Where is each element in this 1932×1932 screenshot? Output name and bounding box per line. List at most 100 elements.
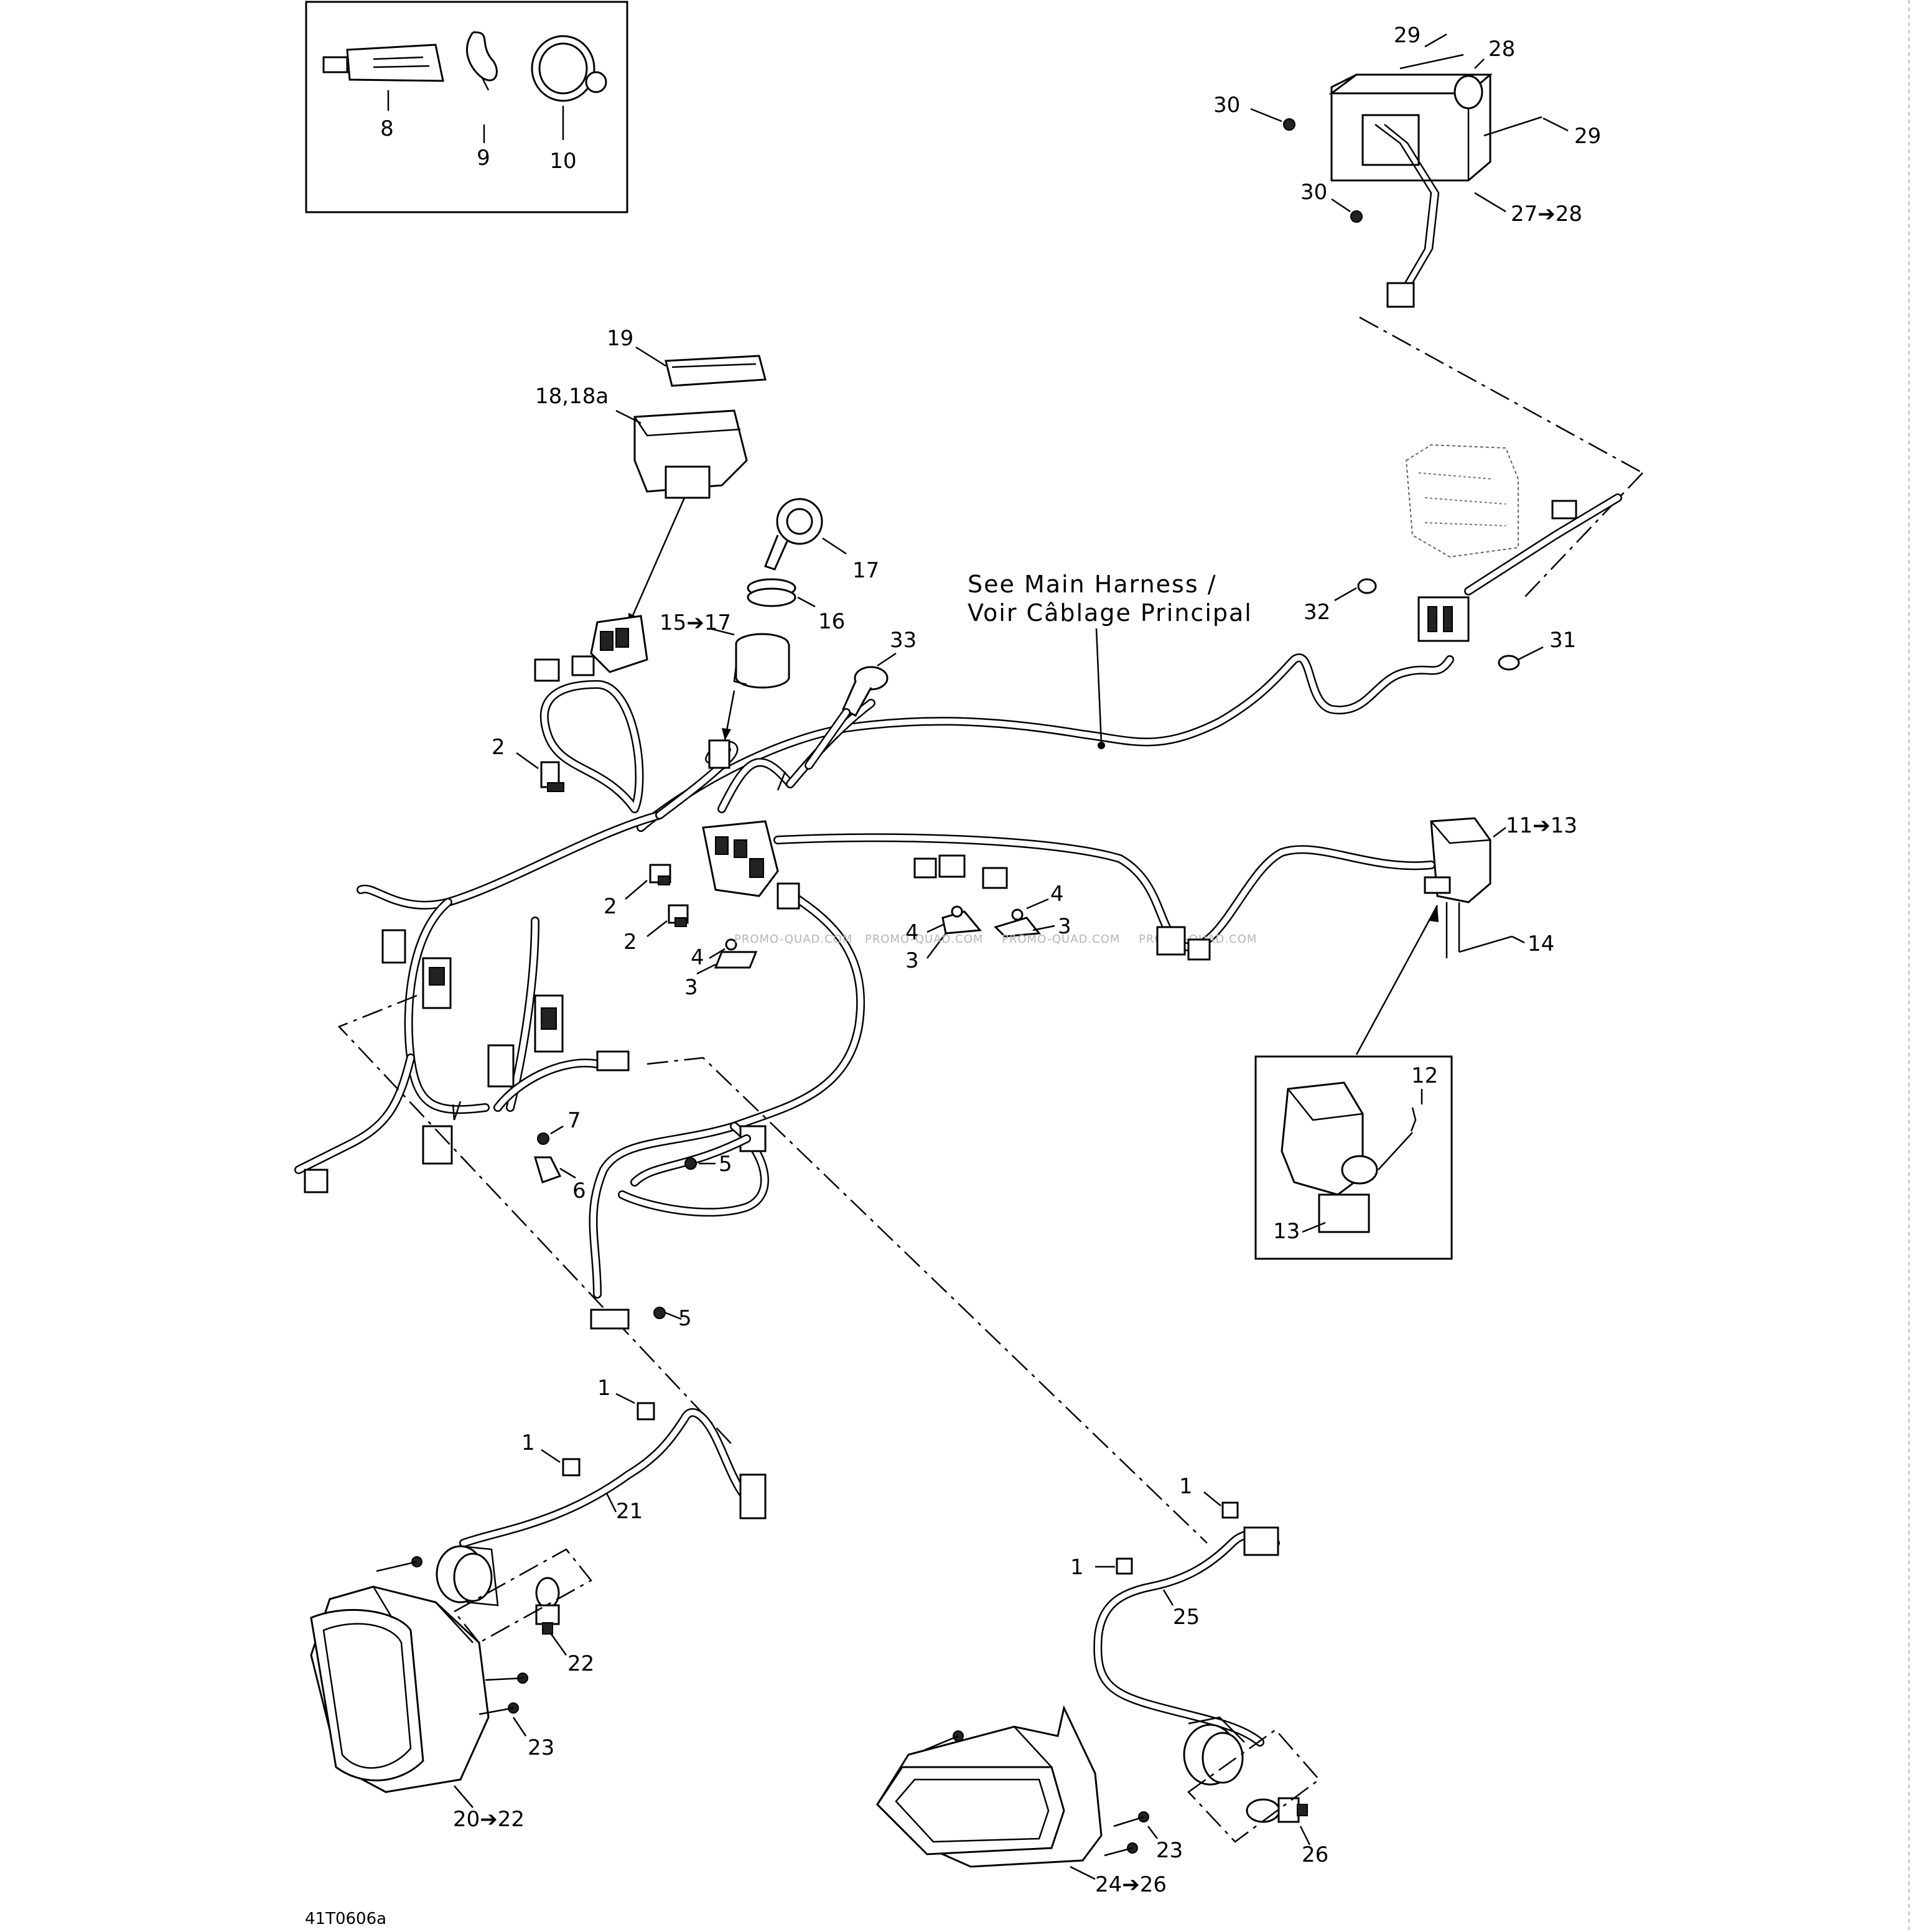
- note-main-harness-line2: Voir Câblage Principal: [968, 599, 1253, 627]
- headlight-connector-right: [1243, 1526, 1279, 1556]
- screw-31: [1498, 655, 1520, 671]
- callout-11-13: 11➔13: [1506, 813, 1577, 838]
- left-headlight-body: [310, 1556, 490, 1793]
- callout-24-26: 24➔26: [1095, 1872, 1167, 1897]
- callout-9: 9: [477, 146, 490, 170]
- relay-connector: [1551, 500, 1577, 520]
- callout-4-a: 4: [691, 945, 704, 970]
- right-headlight-body: [876, 1705, 1149, 1868]
- callout-2-a: 2: [492, 735, 505, 760]
- callout-2-c: 2: [623, 930, 637, 954]
- callout-6: 6: [572, 1178, 586, 1203]
- callout-29-right: 29: [1574, 124, 1601, 149]
- callout-23-right: 23: [1156, 1838, 1183, 1863]
- callout-14: 14: [1528, 931, 1554, 956]
- cluster-connector: [534, 615, 648, 682]
- callout-18: 18,18a: [535, 384, 609, 409]
- left-connectors: [304, 926, 1211, 1193]
- callout-8: 8: [380, 116, 394, 141]
- clip-1-b: [562, 1458, 581, 1477]
- left-headlight-harness: [459, 1408, 757, 1547]
- hose-clamp: [531, 35, 607, 102]
- callout-4-c: 4: [1050, 882, 1064, 907]
- callout-1-c: 1: [1179, 1474, 1193, 1499]
- callout-29-top: 29: [1394, 23, 1421, 48]
- right-headlight-socket: [1183, 1716, 1245, 1786]
- callout-32: 32: [1304, 600, 1330, 625]
- instrument-cluster: [633, 355, 767, 499]
- callout-22: 22: [567, 1651, 594, 1676]
- grease-tube: [322, 44, 444, 82]
- left-headlight-bulb: [535, 1577, 560, 1635]
- callout-30-top: 30: [1213, 93, 1240, 118]
- callout-4-b: 4: [905, 920, 919, 945]
- tail-bulb: [1454, 75, 1483, 110]
- callout-27-28: 27➔28: [1511, 202, 1582, 226]
- callout-33: 33: [890, 628, 917, 653]
- callout-1-b: 1: [521, 1430, 535, 1455]
- watermark-2: PROMO-QUAD.COM: [865, 933, 983, 946]
- clip-2b: [649, 864, 671, 885]
- clip-1-a: [637, 1402, 655, 1421]
- tail-light-assembly: [1283, 54, 1542, 308]
- switch-detail-inset: [1254, 1055, 1453, 1260]
- callout-1-a: 1: [597, 1376, 611, 1401]
- screw-5-b: [653, 1307, 666, 1319]
- callout-3-a: 3: [684, 975, 698, 1000]
- power-socket: [805, 666, 889, 770]
- headlight-connector-left: [739, 1473, 767, 1519]
- drawing-code: 41T0606a: [305, 1910, 386, 1928]
- callout-16: 16: [818, 609, 845, 634]
- callout-10: 10: [549, 149, 576, 174]
- callout-23-left: 23: [528, 1735, 554, 1760]
- inset-frame: [305, 1, 628, 213]
- callout-25: 25: [1173, 1605, 1200, 1630]
- tail-light-connector: [1386, 282, 1415, 308]
- callout-17: 17: [852, 558, 879, 583]
- cluster-bezel: [665, 355, 767, 387]
- callout-1-d: 1: [1070, 1555, 1084, 1580]
- callout-21: 21: [616, 1499, 643, 1524]
- key-switch-nut: [747, 578, 796, 607]
- callout-7: 7: [567, 1108, 581, 1133]
- bracket-3c: [994, 908, 1041, 938]
- callout-13: 13: [1273, 1219, 1300, 1244]
- washer-32: [1357, 578, 1377, 594]
- callout-3-b: 3: [905, 948, 919, 973]
- clip-2c: [668, 904, 689, 927]
- clip-2a: [540, 761, 564, 792]
- screw-7: [537, 1132, 549, 1145]
- bracket-3b: [941, 905, 982, 935]
- consumables-inset: [305, 1, 628, 213]
- watermark-1: PROMO-QUAD.COM: [734, 933, 852, 946]
- cable-tie: [466, 31, 498, 91]
- callout-31: 31: [1549, 628, 1576, 653]
- bracket-3a: [714, 938, 758, 969]
- callout-15-17: 15➔17: [660, 610, 731, 635]
- handlebar-switch: [1424, 817, 1491, 958]
- screw-5-a: [684, 1157, 697, 1170]
- callout-28: 28: [1488, 37, 1515, 62]
- callout-2-b: 2: [604, 894, 617, 919]
- callout-12: 12: [1411, 1063, 1438, 1088]
- clip-1-d: [1116, 1557, 1133, 1575]
- clamp-6: [533, 1156, 562, 1183]
- key-switch-connector: [708, 739, 730, 769]
- central-connector-block: [702, 820, 1008, 910]
- lower-center-connector: [590, 1125, 767, 1330]
- ignition-key: [764, 498, 823, 571]
- note-main-harness-line1: See Main Harness /: [968, 571, 1217, 598]
- key-switch-body: [733, 633, 790, 689]
- callout-20-22: 20➔22: [453, 1807, 525, 1832]
- clip-1-c: [1221, 1501, 1239, 1519]
- callout-5-b: 5: [678, 1306, 692, 1331]
- main-harness-wire: [294, 653, 1454, 1299]
- callout-19: 19: [607, 326, 633, 351]
- fuse-relay-box: [1405, 444, 1577, 642]
- left-headlight-socket: [436, 1545, 499, 1607]
- callout-5-a: 5: [719, 1152, 732, 1177]
- callout-30-bottom: 30: [1300, 180, 1327, 205]
- watermark-3: PROMO-QUAD.COM: [1002, 933, 1120, 946]
- callout-26: 26: [1302, 1842, 1328, 1867]
